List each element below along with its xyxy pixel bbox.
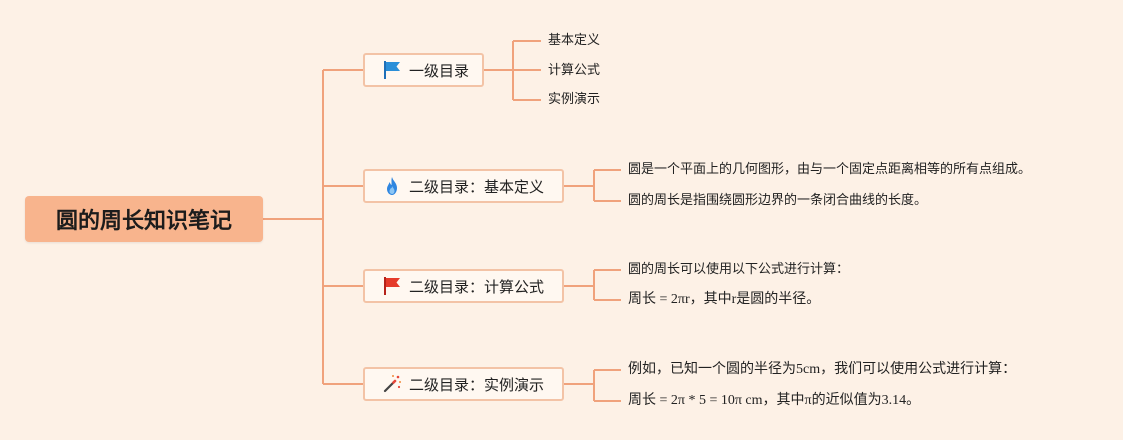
branch-label: 一级目录: [409, 61, 470, 80]
root-title: 圆的周长知识笔记: [55, 209, 232, 234]
branch-example[interactable]: 二级目录：实例演示: [363, 367, 564, 401]
leaf-example[interactable]: 实例演示: [548, 92, 601, 107]
branch-formula[interactable]: 二级目录：计算公式: [363, 269, 564, 303]
leaf-formula[interactable]: 计算公式: [548, 63, 601, 78]
red-flag-icon: [381, 275, 403, 297]
branch-label: 二级目录：计算公式: [409, 277, 545, 296]
leaf-formula-intro[interactable]: 圆的周长可以使用以下公式进行计算：: [628, 262, 850, 277]
leaf-circumference-definition[interactable]: 圆的周长是指围绕圆形边界的一条闭合曲线的长度。: [628, 193, 928, 208]
branch-label: 二级目录：实例演示: [409, 375, 545, 394]
magic-wand-icon: [381, 373, 403, 395]
branch-basic-definition[interactable]: 二级目录：基本定义: [363, 169, 564, 203]
branch-level1-directory[interactable]: 一级目录: [363, 53, 484, 87]
leaf-basic-definition[interactable]: 基本定义: [548, 33, 601, 48]
leaf-formula-expression[interactable]: 周长 = 2πr，其中r是圆的半径。: [628, 292, 821, 307]
fire-icon: [381, 175, 403, 197]
branch-label: 二级目录：基本定义: [409, 177, 545, 196]
leaf-example-result[interactable]: 周长 = 2π * 5 = 10π cm，其中π的近似值为3.14。: [628, 393, 921, 408]
leaf-circle-definition[interactable]: 圆是一个平面上的几何图形，由与一个固定点距离相等的所有点组成。: [628, 162, 1032, 177]
blue-flag-icon: [381, 59, 403, 81]
root-topic[interactable]: 圆的周长知识笔记: [25, 196, 263, 242]
leaf-example-setup[interactable]: 例如，已知一个圆的半径为5cm，我们可以使用公式进行计算：: [628, 362, 1017, 377]
